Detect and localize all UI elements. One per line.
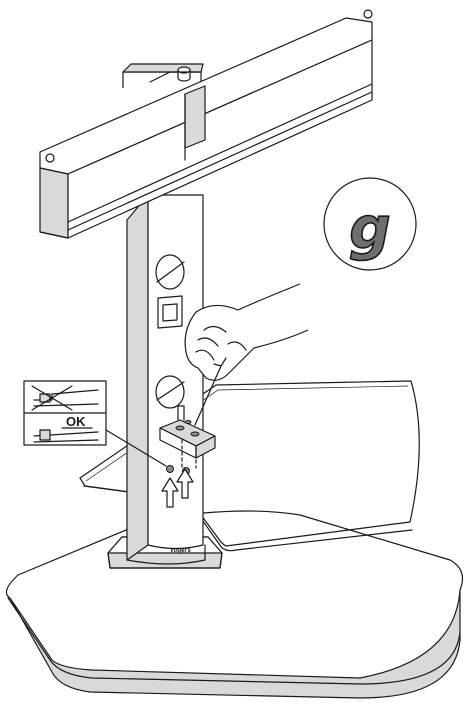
cross-beam [39, 9, 373, 239]
step-label: g [349, 194, 391, 262]
screw-left [166, 465, 174, 473]
ok-label: OK [66, 414, 86, 429]
detail-callout: OK [23, 380, 167, 467]
brand-mark: Vogel's [170, 548, 192, 554]
up-arrow-icon [161, 477, 179, 508]
base-plate [5, 510, 463, 699]
step-badge: g [323, 177, 417, 271]
cable-slot [157, 295, 183, 329]
hand-icon [184, 283, 309, 381]
shelf-bracket [159, 405, 216, 471]
cable-hole-bottom [155, 375, 185, 409]
hex-key-icon [194, 357, 227, 426]
correct-example [33, 429, 99, 443]
up-arrow-icon [176, 468, 194, 499]
cable-hole-top [155, 254, 185, 290]
wrong-cross-icon [31, 385, 73, 411]
